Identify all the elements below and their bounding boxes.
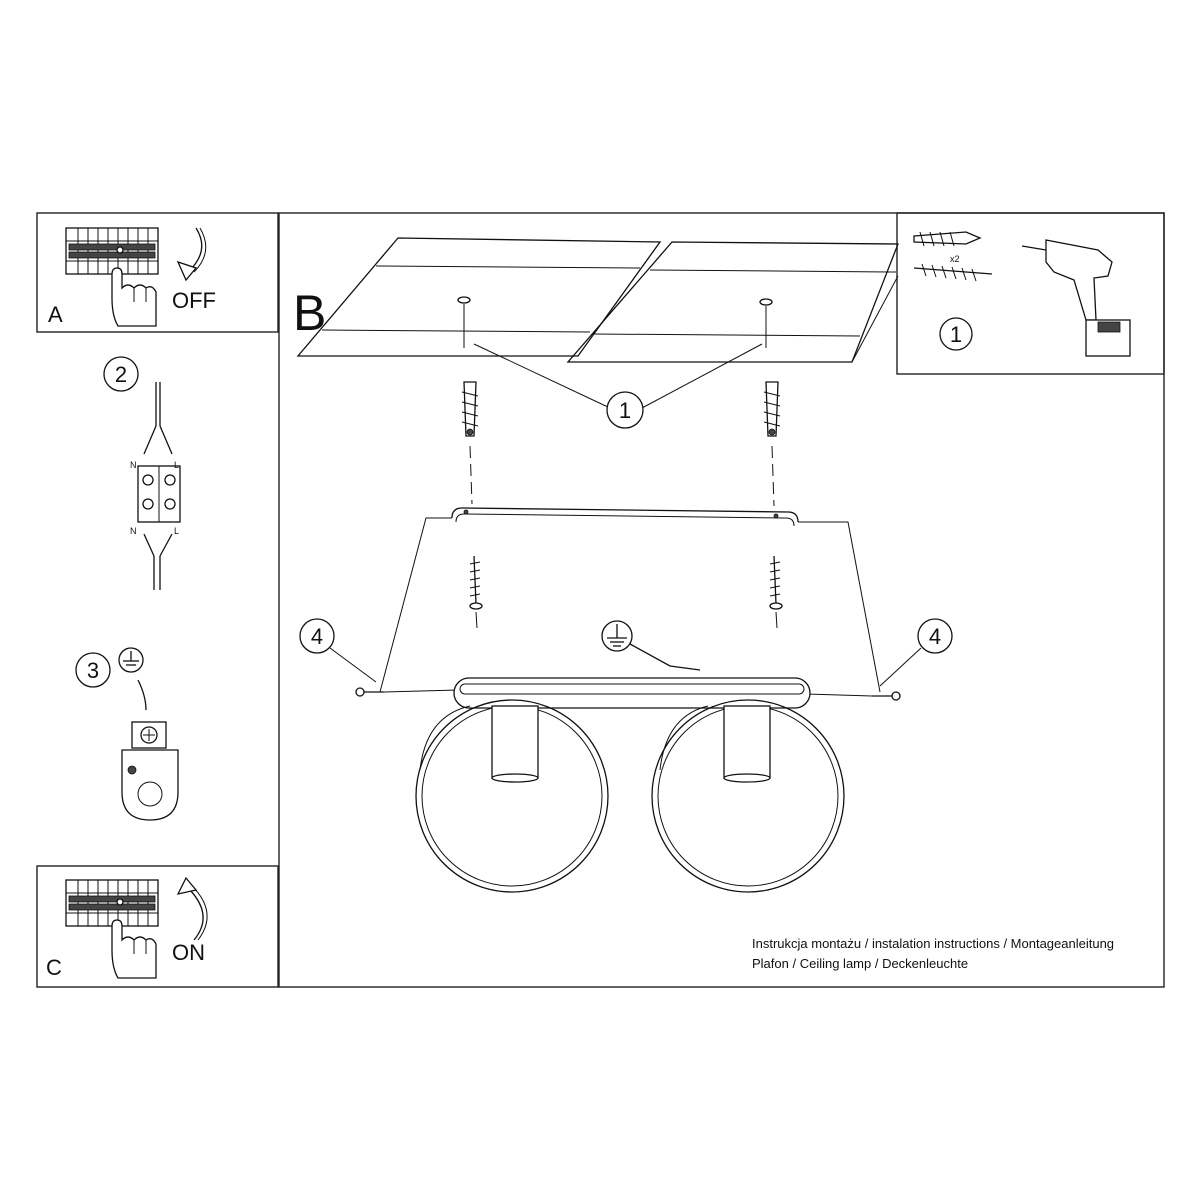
terminal-n-out: N	[130, 526, 137, 536]
terminal-l-in: L	[174, 460, 179, 470]
ceiling-panels	[296, 237, 899, 363]
caption-line-1: Instrukcja montażu / instalation instruc…	[752, 936, 1115, 951]
side-screw-left-icon	[355, 687, 384, 697]
caption-line-2: Plafon / Ceiling lamp / Deckenleuchte	[752, 956, 969, 971]
panel-b-frame	[278, 212, 1165, 988]
guide-line-right	[798, 521, 881, 693]
rotate-up-arrow-icon	[176, 876, 208, 941]
side-screw-right-number: 4	[929, 624, 941, 649]
wall-plug-icon	[913, 231, 982, 247]
hardware-qty: x2	[950, 254, 960, 264]
wall-plug-right	[763, 381, 781, 437]
terminal-n-in: N	[130, 460, 137, 470]
terminal-block-icon	[137, 465, 181, 523]
earth-step: 3	[75, 647, 179, 821]
earth-callout	[601, 620, 701, 671]
mounting-bracket	[451, 507, 799, 527]
wiring-step: 2 N L N L	[103, 356, 181, 590]
ring-shade-right	[651, 699, 845, 893]
earth-step-number: 3	[87, 658, 99, 683]
earth-symbol-icon	[607, 624, 627, 647]
hardware-inset-frame	[896, 212, 1165, 375]
wiring-step-number: 2	[115, 362, 127, 387]
wall-plug-left	[461, 381, 479, 437]
bracket-screw-left	[469, 555, 483, 629]
panel-a-frame	[36, 212, 279, 333]
side-screw-callout-right: 4	[872, 618, 953, 701]
drill-holes-callout: 1	[463, 304, 767, 429]
hand-icon	[111, 267, 157, 327]
hardware-step-badge	[939, 317, 973, 351]
bracket-screw-right	[769, 555, 783, 629]
earth-symbol-icon	[123, 651, 139, 666]
breaker-panel-icon	[65, 879, 159, 927]
panel-c: C ON	[36, 865, 279, 988]
side-screw-right-icon	[872, 691, 901, 701]
drill-holes-step-number: 1	[619, 398, 631, 423]
panel-b-letter: B	[293, 285, 326, 341]
panel-a: A OFF	[36, 212, 279, 333]
hand-icon	[111, 919, 157, 979]
panel-c-letter: C	[46, 955, 62, 980]
panel-c-state: ON	[172, 940, 205, 965]
breaker-panel-icon	[65, 227, 159, 275]
panel-a-letter: A	[48, 302, 63, 327]
side-screw-left-number: 4	[311, 624, 323, 649]
side-screw-callout-left: 4	[299, 618, 384, 697]
lamp-canopy	[453, 677, 811, 709]
earth-terminal-icon	[121, 721, 179, 821]
guide-line-left	[379, 517, 452, 693]
hardware-step-number: 1	[950, 322, 962, 347]
drill-icon	[1021, 239, 1131, 357]
terminal-l-out: L	[174, 526, 179, 536]
rotate-down-arrow-icon	[176, 227, 207, 282]
ring-shade-left	[415, 699, 609, 893]
panel-c-frame	[36, 865, 279, 988]
screw-icon	[913, 263, 993, 282]
hardware-inset: x2 1	[913, 231, 1131, 357]
panel-a-state: OFF	[172, 288, 216, 313]
